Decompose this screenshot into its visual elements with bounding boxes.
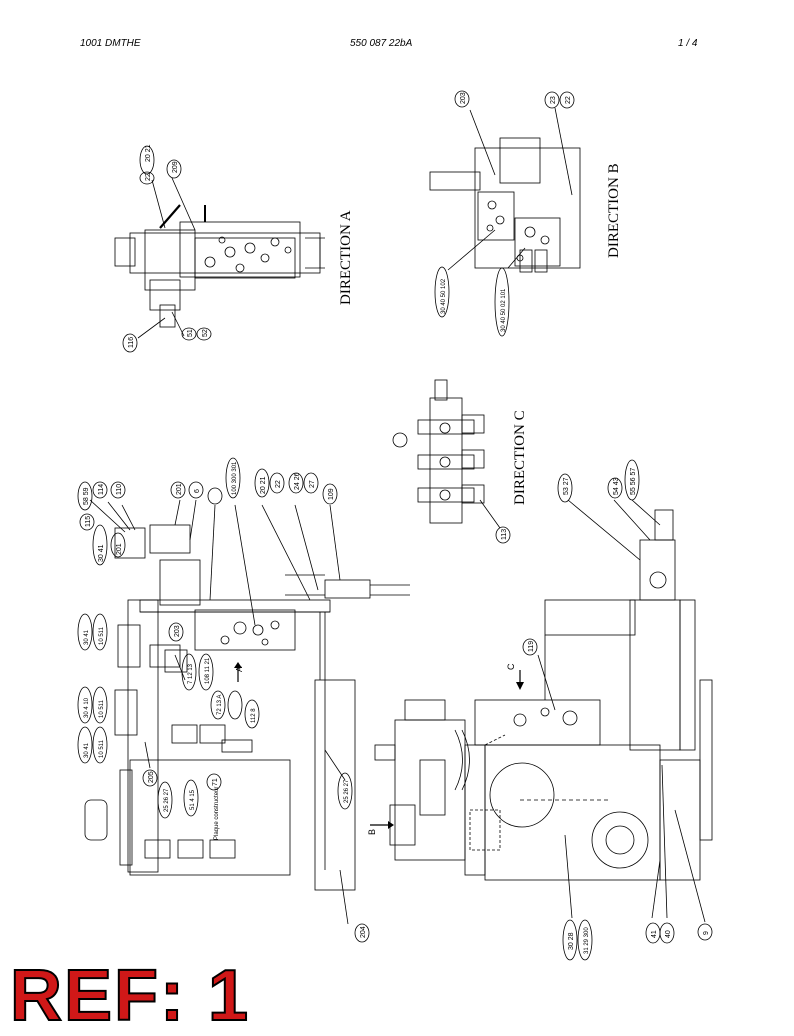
callout-main-35: 40 [665, 930, 672, 938]
callout-main-31: 55 56 57 [630, 468, 637, 495]
callout-b-top-2: 23 [550, 96, 557, 104]
callout-main-16: 7 12 13 [188, 663, 194, 684]
callout-main-13: 30 41 [98, 544, 105, 562]
callout-main-11: 27 [309, 480, 316, 488]
callout-main-4: 6 [194, 489, 201, 493]
callout-main-30: 54 43 [613, 477, 620, 495]
callout-main-13b: 30 41 [84, 742, 90, 758]
callout-main-27: 204 [360, 926, 367, 938]
callout-main-8: 20 21 [260, 476, 267, 494]
callout-b-top-1: 203 [460, 92, 467, 104]
callout-main-1: 58 59 [83, 487, 90, 505]
callout-a-top-1: 20 21 [145, 144, 152, 162]
header-code-left: 1001 DMTHE [80, 38, 141, 49]
callout-c-1: 113 [501, 529, 508, 540]
view-direction-a: 20 21 22 209 116 51 52 [114, 144, 325, 353]
callout-b-bot-1: 30 40 50 102 [441, 278, 447, 314]
header-doc-number: 550 087 22bA [350, 38, 413, 49]
arrow-a-label: A [235, 666, 244, 672]
label-direction-c: DIRECTION C [512, 410, 528, 505]
callout-main-33: 31 29 300 [584, 927, 590, 954]
view-main-left: Plaque constructeur A [77, 457, 410, 943]
callout-a-bot-1: 116 [128, 337, 135, 348]
callout-main-20: 72 13 A [217, 695, 223, 715]
callout-main-19: 30 4 10 [84, 697, 90, 718]
callout-main-26: 25 26 27 [344, 779, 350, 803]
panel-note: Plaque constructeur [214, 787, 220, 840]
callout-a-bot-2: 51 [187, 329, 194, 337]
callout-a-bot-3: 52 [202, 329, 209, 337]
callout-main-5: 115 [85, 516, 92, 527]
callout-main-6: 201 [176, 483, 183, 495]
view-direction-b: 203 23 22 30 40 50 102 30 40 50 02 101 [429, 90, 581, 337]
ref-label: REF: 1 [9, 956, 251, 1036]
arrow-b-label: B [367, 829, 377, 835]
callout-main-32: 30 28 [568, 932, 575, 950]
callout-main-12: 109 [328, 488, 335, 500]
label-direction-b: DIRECTION B [606, 163, 622, 258]
label-direction-a: DIRECTION A [338, 210, 354, 305]
callout-b-bot-2: 30 40 50 02 101 [501, 288, 507, 332]
header-page-number: 1 / 4 [678, 38, 698, 49]
callout-a-top-3: 209 [172, 161, 179, 173]
callout-main-14: 10 511 [99, 626, 105, 645]
callout-main-7: 100 300 301 [232, 461, 238, 495]
callout-main-23: 25 26 27 [164, 788, 170, 812]
callout-main-17: 108 11 21 [205, 657, 211, 684]
view-direction-c: 113 [392, 379, 511, 544]
callout-main-14b: 10 511 [99, 699, 105, 718]
callout-main-28: 119 [528, 641, 535, 652]
callout-main-25: 71 [212, 778, 219, 786]
view-main-right: B C 53 27 54 43 55 56 57 119 30 28 31 29… [367, 459, 713, 961]
callout-b-top-3: 22 [565, 96, 572, 104]
arrow-c-label: C [506, 663, 516, 670]
callout-main-24: 51 4 15 [190, 789, 196, 810]
callout-main-3: 110 [116, 484, 123, 495]
callout-main-9: 22 [275, 480, 282, 488]
callout-main-34: 41 [651, 930, 658, 938]
callout-main-18: 30 41 [84, 629, 90, 645]
callout-main-6b: 201 [116, 543, 123, 555]
callout-main-29: 53 27 [563, 477, 570, 495]
callout-main-22: 205 [148, 771, 155, 783]
callout-main-15: 203 [174, 625, 181, 637]
callout-main-21: 112 8 [251, 708, 257, 723]
callout-main-14c: 10 511 [99, 739, 105, 758]
callout-main-10: 24 26 [294, 472, 301, 490]
callout-main-36: 9 [703, 931, 710, 935]
callout-a-top-2: 22 [145, 173, 152, 181]
callout-main-2: 114 [98, 484, 105, 495]
